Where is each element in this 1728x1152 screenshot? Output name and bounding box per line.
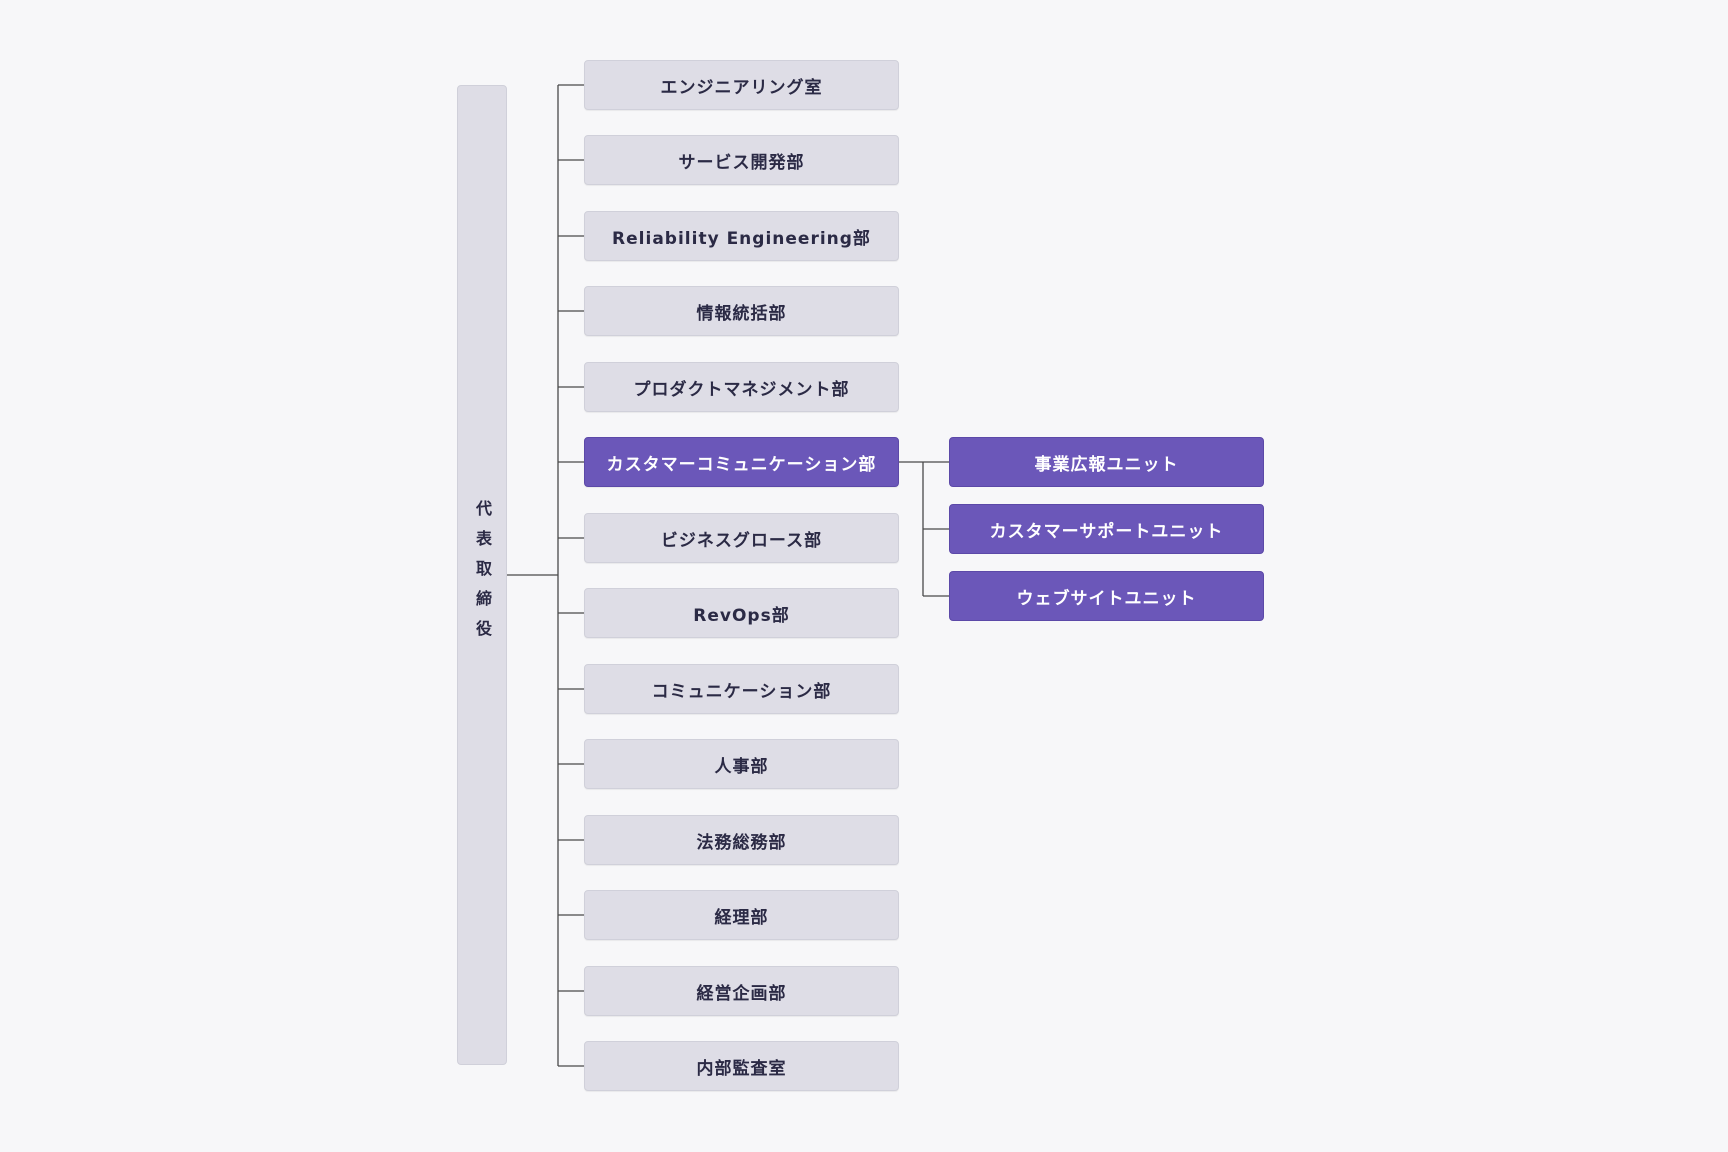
unit-business-pr: 事業広報ユニット <box>949 437 1264 487</box>
dept-customer-communication: カスタマーコミュニケーション部 <box>584 437 899 487</box>
dept-legal-general-affairs: 法務総務部 <box>584 815 899 865</box>
dept-accounting: 経理部 <box>584 890 899 940</box>
dept-service-development: サービス開発部 <box>584 135 899 185</box>
ceo-label: 代表取締役 <box>473 500 492 650</box>
dept-human-resources: 人事部 <box>584 739 899 789</box>
dept-internal-audit: 内部監査室 <box>584 1041 899 1091</box>
dept-corporate-planning: 経営企画部 <box>584 966 899 1016</box>
dept-communication: コミュニケーション部 <box>584 664 899 714</box>
dept-engineering-office: エンジニアリング室 <box>584 60 899 110</box>
unit-customer-support: カスタマーサポートユニット <box>949 504 1264 554</box>
unit-website: ウェブサイトユニット <box>949 571 1264 621</box>
dept-product-management: プロダクトマネジメント部 <box>584 362 899 412</box>
ceo-box: 代表取締役 <box>457 85 507 1065</box>
dept-reliability-engineering: Reliability Engineering部 <box>584 211 899 261</box>
dept-business-growth: ビジネスグロース部 <box>584 513 899 563</box>
dept-information-management: 情報統括部 <box>584 286 899 336</box>
dept-revops: RevOps部 <box>584 588 899 638</box>
